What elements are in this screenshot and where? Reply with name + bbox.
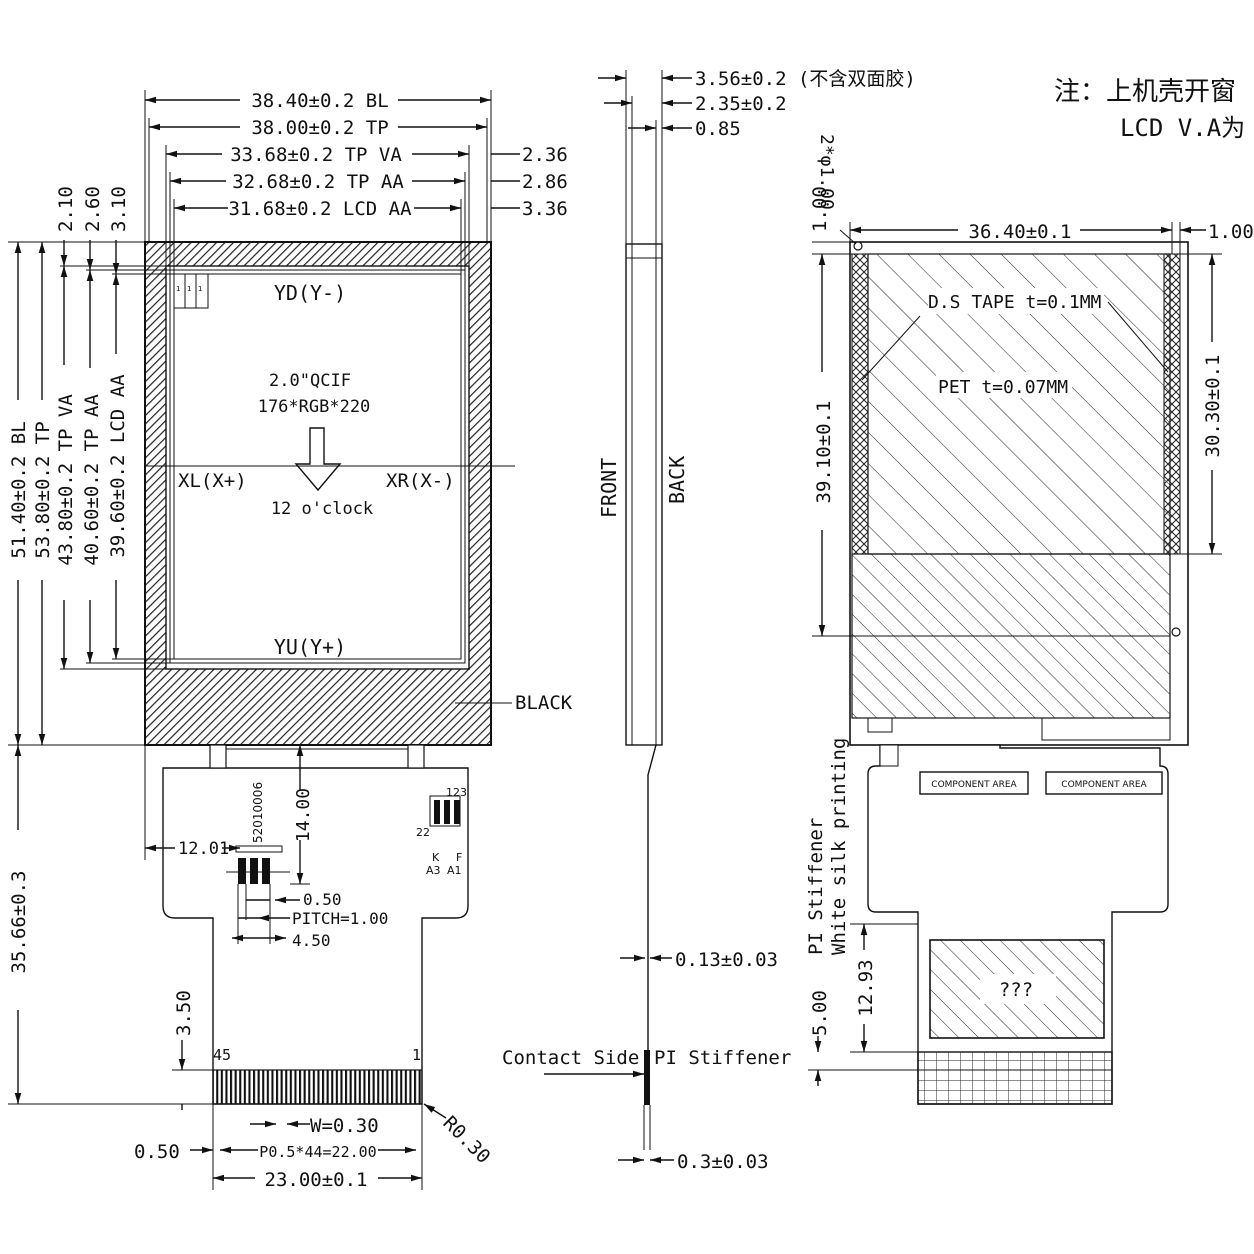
side-t085: 0.85	[695, 118, 741, 140]
dim-fpc-width: 23.00±0.1	[265, 1169, 368, 1191]
back-view: D.S TAPE t=0.1MM PET t=0.07MM 2*φ1.00 1.…	[805, 134, 1254, 1105]
back-gold-fingers	[917, 1051, 1113, 1105]
side-module-body	[625, 243, 663, 746]
component-area-2-label: COMPONENT AREA	[1061, 780, 1147, 790]
side-pi: PI Stiffener	[654, 1047, 791, 1069]
back-h3910: 39.10±0.1	[813, 401, 835, 504]
dim-236: 2.36	[522, 144, 568, 166]
dim-pitch: PITCH=1.00	[292, 909, 388, 928]
dim-lcd-aa-height: 39.60±0.2 LCD AA	[107, 374, 129, 558]
back-h500: 5.00	[809, 990, 831, 1036]
fpc-f: F	[456, 851, 462, 864]
dim-286: 2.86	[522, 171, 568, 193]
side-stiffener	[644, 1050, 650, 1105]
component-area-1-label: COMPONENT AREA	[931, 780, 1017, 790]
pet-label: PET t=0.07MM	[938, 377, 1068, 398]
dim-350: 3.50	[173, 990, 195, 1036]
fpc-a3: A3	[426, 864, 441, 877]
side-t356: 3.56±0.2 (不含双面胶)	[695, 68, 916, 90]
tape-label: D.S TAPE t=0.1MM	[928, 292, 1102, 313]
dim-bl-height: 51.40±0.2 BL	[8, 421, 30, 558]
dim-336: 3.36	[522, 198, 568, 220]
dim-050: 0.50	[303, 890, 342, 909]
dim-450: 4.50	[292, 931, 331, 950]
back-d100a: 1.00	[809, 186, 831, 232]
pin-mark-2: 1	[187, 285, 191, 293]
silk-label: White silk printing	[828, 738, 850, 955]
dim-tp-va-height: 43.80±0.2 TP VA	[55, 394, 77, 566]
fpc-pin-n2: 2	[453, 786, 460, 799]
yd-label: YD(Y-)	[274, 281, 346, 305]
side-contact: Contact Side	[502, 1047, 639, 1069]
lcd-resolution: 176*RGB*220	[258, 397, 371, 417]
stiffener-silk-area	[929, 939, 1105, 1039]
dim-bl-width: 38.40±0.2 BL	[251, 90, 388, 112]
note-line2: LCD V.A为	[1120, 114, 1245, 142]
note-line1: 注：上机壳开窗	[1054, 77, 1236, 107]
back-h1293: 12.93	[855, 959, 877, 1016]
dim-tp-aa-height: 40.60±0.2 TP AA	[81, 394, 103, 566]
pin-mark-3: 1	[198, 285, 202, 293]
fpc-pin-22: 22	[416, 826, 430, 839]
back-width: 36.40±0.1	[969, 221, 1072, 243]
component-area-2	[1045, 771, 1163, 795]
fpc-pin-n3: 3	[460, 786, 467, 799]
dim-050b: 0.50	[134, 1141, 180, 1163]
pin-45: 45	[213, 1046, 231, 1064]
dim-tp-aa-width: 32.68±0.2 TP AA	[232, 171, 404, 193]
side-view: 3.56±0.2 (不含双面胶) 2.35±0.2 0.85 FRONT BAC…	[502, 68, 916, 1173]
dim-tp-height: 53.80±0.2 TP	[32, 421, 54, 558]
side-t03: 0.3±0.03	[677, 1151, 769, 1173]
fpc-components	[226, 795, 461, 884]
dim-lcd-aa-width: 31.68±0.2 LCD AA	[228, 198, 412, 220]
side-back: BACK	[665, 456, 689, 504]
fpc-k: K	[432, 851, 440, 864]
side-front: FRONT	[597, 458, 621, 518]
hole-label: 2*φ1.00	[816, 134, 837, 210]
back-d100b: 1.00	[1208, 221, 1254, 243]
side-t013: 0.13±0.03	[675, 949, 778, 971]
dim-pitch-total: P0.5*44=22.00	[259, 1143, 376, 1161]
dim-fpc-height: 35.66±0.3	[8, 871, 30, 974]
fpc-gold-fingers	[212, 1069, 423, 1105]
dim-tp-va-width: 33.68±0.2 TP VA	[230, 144, 402, 166]
fpc-a1: A1	[447, 864, 462, 877]
fpc-part-no: 52010006	[251, 782, 265, 843]
fpc-pin-n1: 1	[446, 786, 453, 799]
yu-label: YU(Y+)	[274, 635, 346, 659]
xr-label: XR(X-)	[386, 470, 455, 492]
dim-1201: 12.01	[178, 839, 229, 859]
side-t235: 2.35±0.2	[695, 93, 787, 115]
orientation-label: 12 o'clock	[271, 499, 373, 519]
front-view: 1 1 1 YD(Y-) 2.0"QCIF 176*RGB*220 XL(X+)…	[8, 90, 573, 1191]
dim-tp-width: 38.00±0.2 TP	[251, 117, 388, 139]
pi-stiffener-label: PI Stiffener	[805, 818, 827, 955]
xl-label: XL(X+)	[178, 470, 247, 492]
dim-1400: 14.00	[293, 788, 314, 842]
dim-r030: R0.30	[438, 1112, 494, 1168]
pin-mark-1: 1	[176, 285, 180, 293]
pin-1: 1	[412, 1046, 421, 1064]
unknown-label: ???	[999, 979, 1033, 1001]
dim-260: 2.60	[82, 186, 104, 232]
black-label: BLACK	[515, 692, 573, 714]
back-h3030: 30.30±0.1	[1202, 355, 1224, 458]
dim-w: W=0.30	[310, 1115, 379, 1137]
dim-310: 3.10	[108, 186, 130, 232]
dim-210: 2.10	[55, 186, 77, 232]
lcd-size: 2.0"QCIF	[269, 371, 351, 391]
side-fpc	[647, 744, 657, 1050]
component-area-1	[919, 771, 1029, 795]
orientation-arrow-icon	[294, 427, 342, 492]
